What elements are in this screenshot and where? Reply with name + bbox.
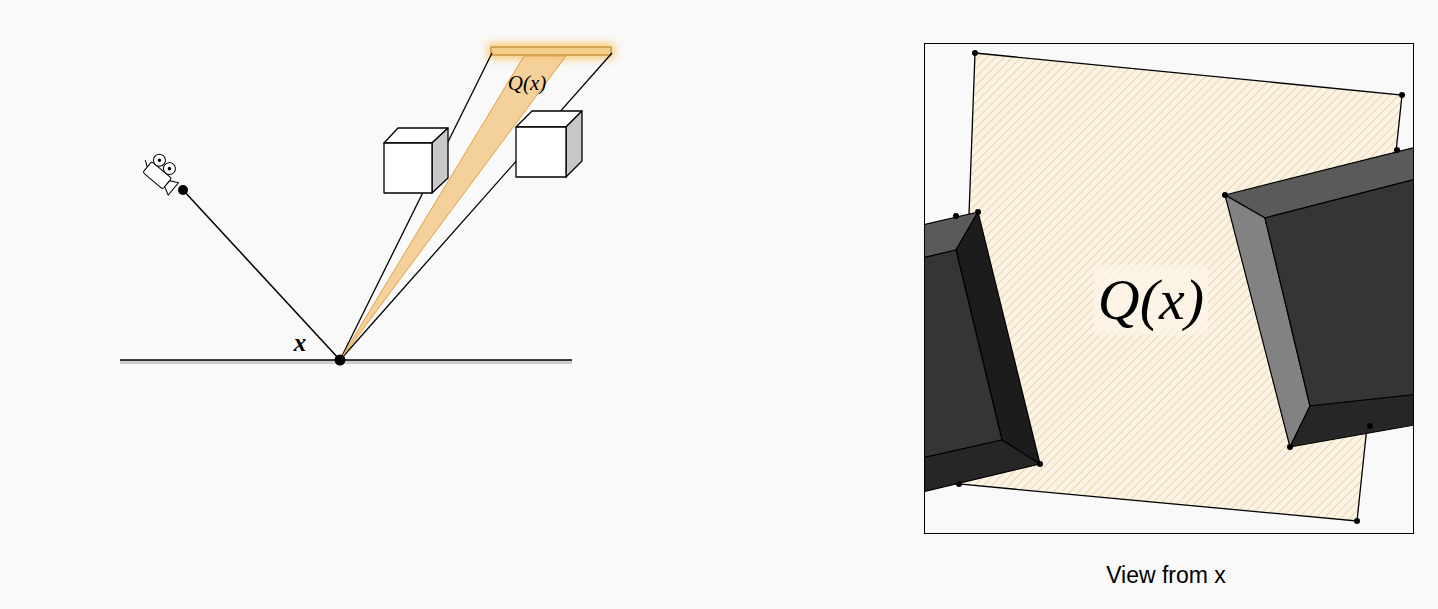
shading-point	[335, 355, 346, 366]
view-ray	[183, 190, 340, 360]
vertex-dots	[953, 50, 1405, 524]
camera-point	[178, 185, 188, 195]
ground-line	[120, 359, 572, 361]
ray	[340, 53, 492, 360]
light-source	[491, 47, 611, 55]
ground-shadow	[120, 360, 572, 364]
view-panel: Q(x)View from x	[924, 43, 1414, 534]
visible-cone	[340, 56, 566, 360]
region-label: Q(x)	[1094, 265, 1208, 335]
occluder-box	[1225, 146, 1413, 447]
light-label: Q(x)	[506, 71, 548, 96]
camera-icon	[138, 149, 186, 195]
view-panel-art	[925, 50, 1413, 524]
ray	[340, 53, 612, 360]
panel-caption: View from x	[1102, 562, 1230, 590]
cube	[516, 111, 582, 177]
point-label: x	[292, 328, 309, 358]
occluder-box	[925, 212, 1040, 493]
cube	[384, 128, 448, 193]
